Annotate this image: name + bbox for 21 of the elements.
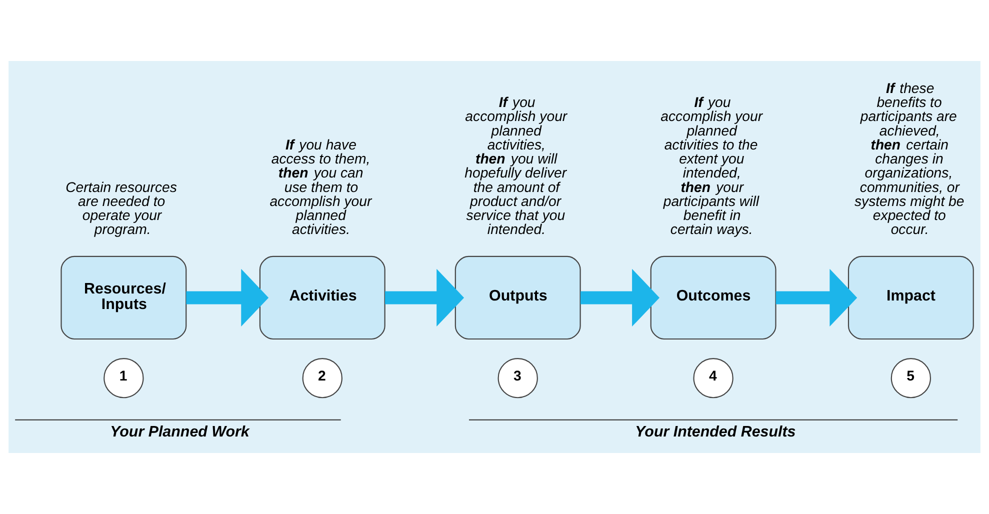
arrow — [580, 268, 660, 327]
arrow — [385, 268, 464, 327]
label: Your Planned Work — [110, 423, 250, 440]
node-label: If you have access to them, then you can use them to accomplish your planned activities. — [270, 136, 372, 238]
arrow — [776, 268, 858, 327]
node-circle: 2 — [302, 358, 342, 398]
label: Your Intended Results — [635, 423, 796, 440]
node-box: Impact — [848, 256, 974, 340]
node-box: Outputs — [454, 256, 581, 340]
node-box: Outcomes — [650, 256, 776, 340]
node-label: If these benefits to participants are achieved, then certain changes in organizations, communities, or systems might be expected to occur. — [854, 80, 964, 238]
node-box: Resources/ Inputs — [60, 256, 187, 340]
node-circle: 4 — [693, 358, 734, 398]
node-circle: 3 — [498, 358, 538, 398]
node-box: Activities — [259, 256, 386, 340]
node-circle: 5 — [890, 358, 932, 398]
node-label: Certain resources are needed to operate your program. — [66, 178, 177, 238]
node-label: If you accomplish your planned activities to the extent you intended, then your participants will benefit in certain ways. — [660, 94, 763, 238]
node-label: If you accomplish your planned activities, then you will hopefully deliver the amount of product and/or service that you intended. — [464, 94, 568, 238]
arrow — [186, 268, 269, 327]
node-circle: 1 — [104, 358, 144, 398]
